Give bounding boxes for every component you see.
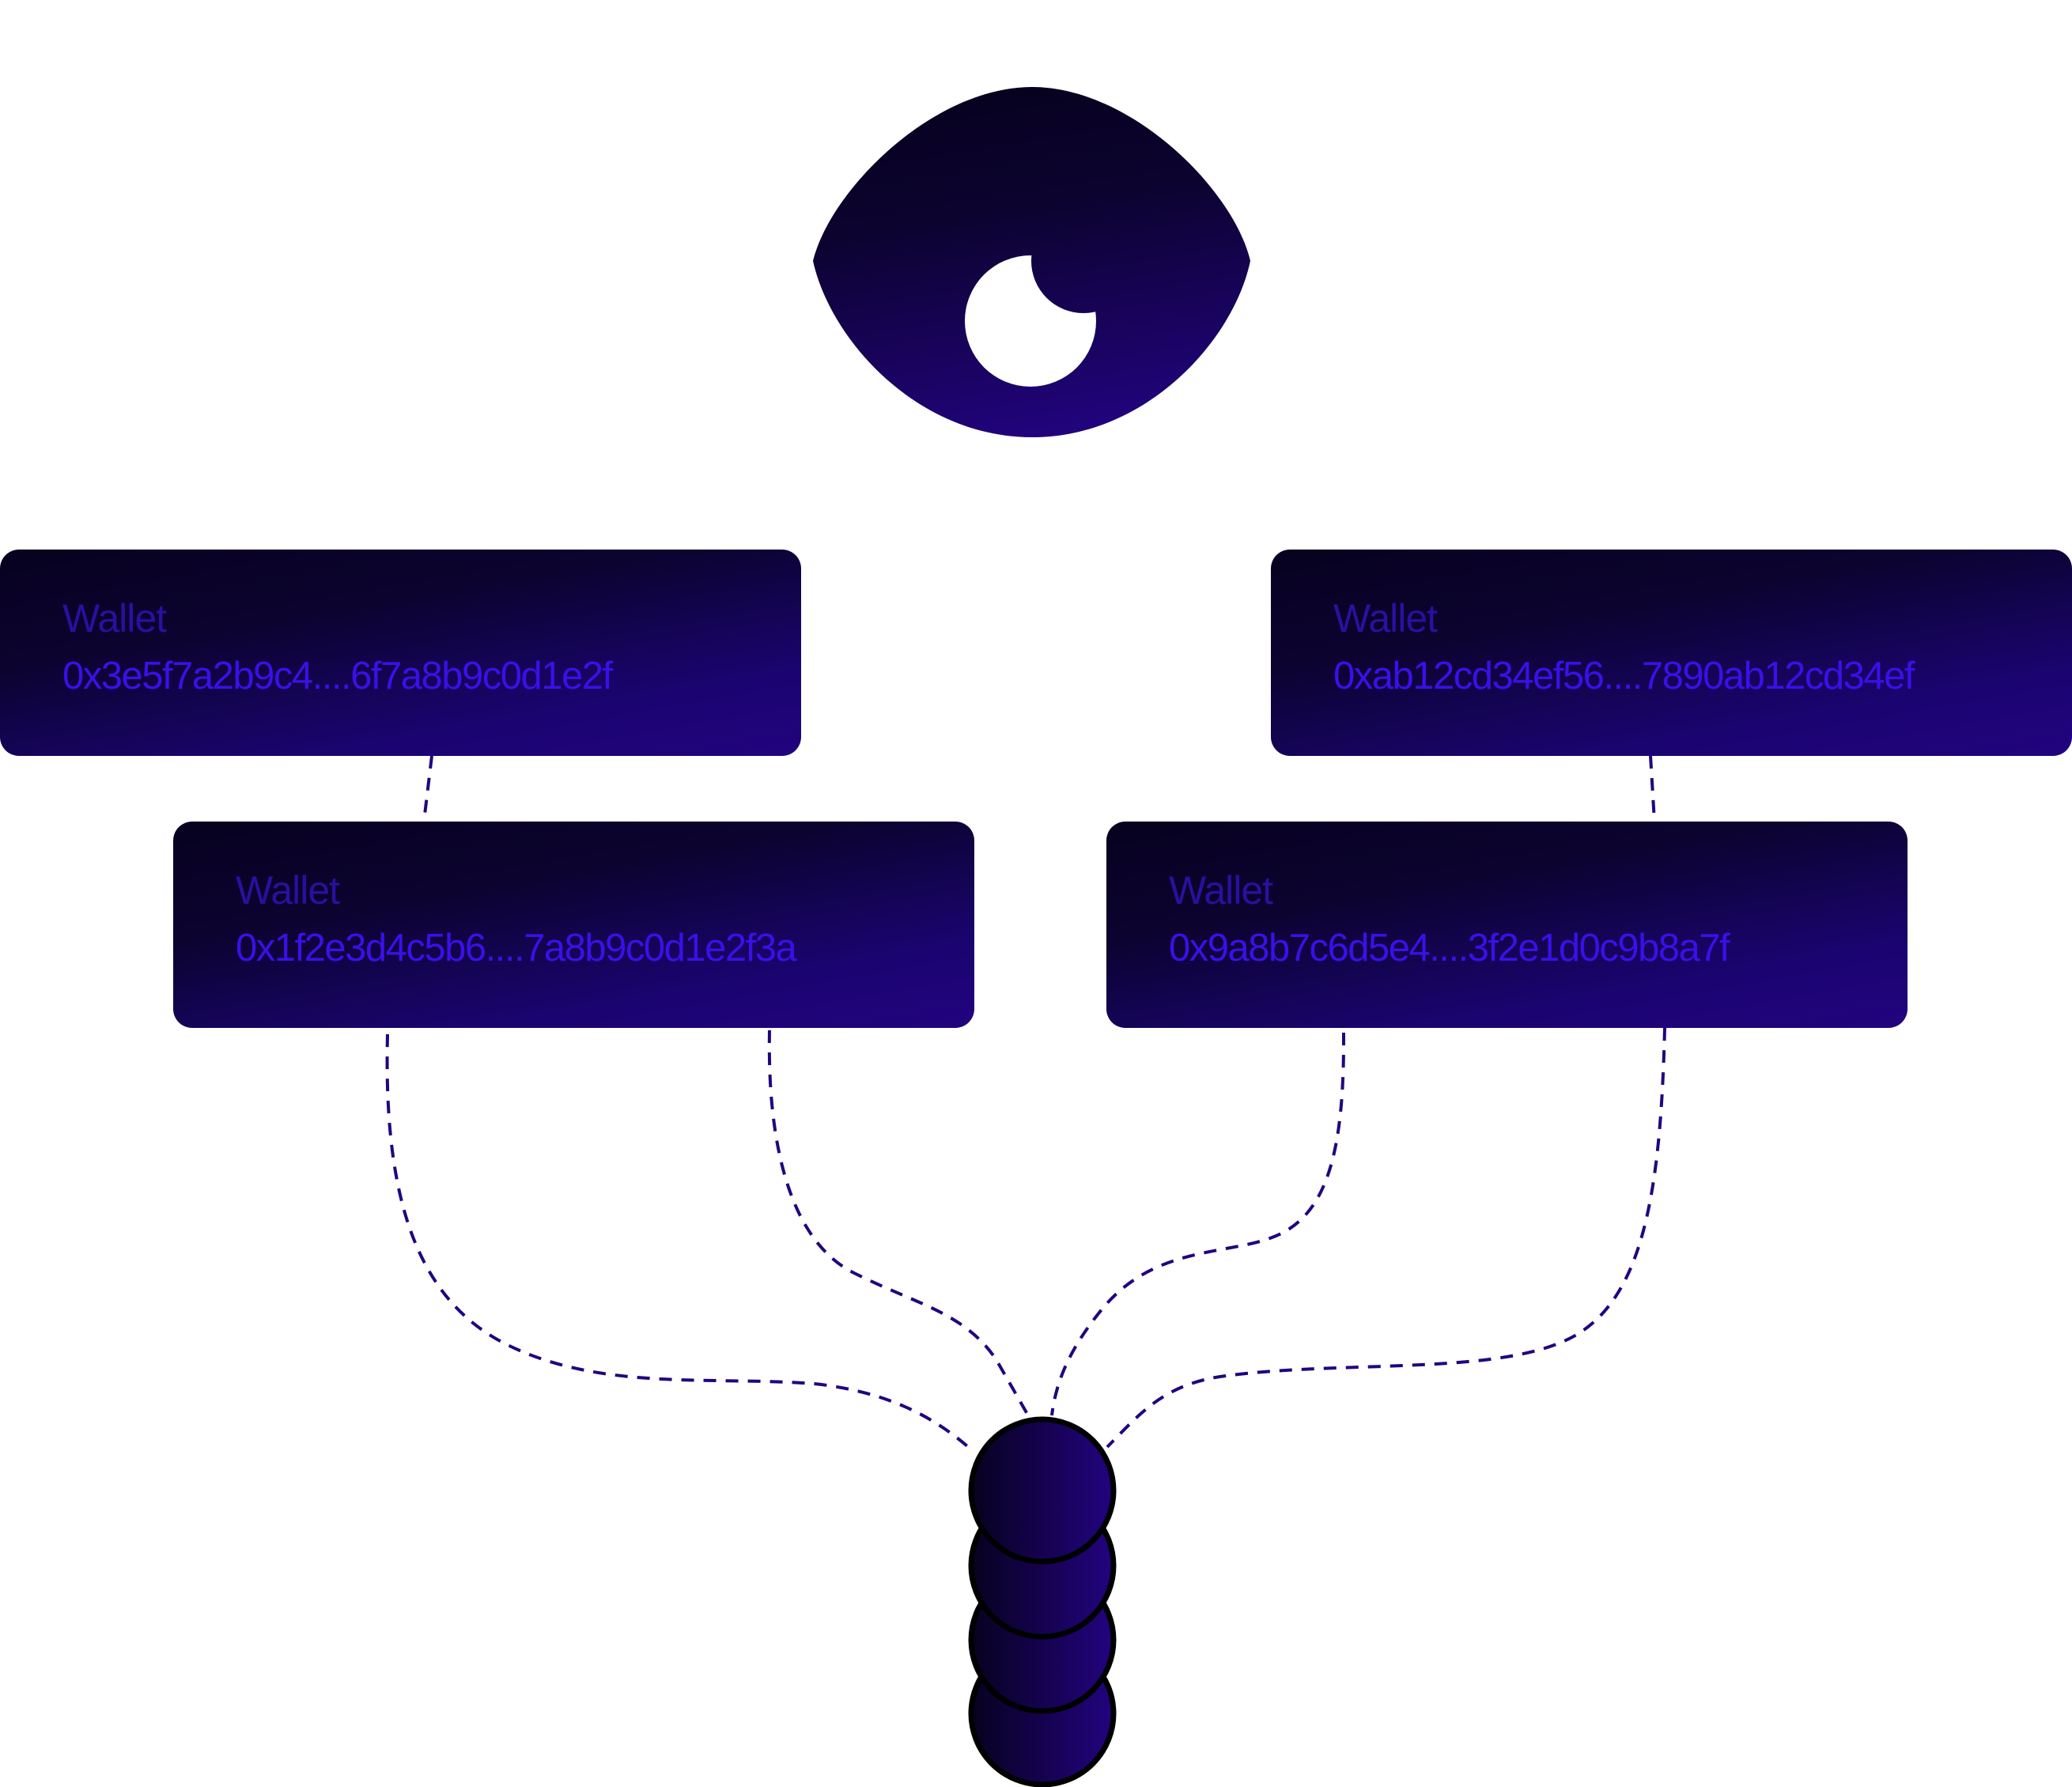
connector-line [767,1030,1030,1416]
connector-line [1106,1027,1666,1449]
wallet-label: Wallet [1169,868,1273,912]
wallet-address: 0xab12cd34ef56....7890ab12cd34ef [1333,655,1915,697]
coin-stack-icon [968,1416,1117,1787]
wallet-label: Wallet [236,868,340,912]
connector-line [1050,1032,1346,1416]
wallet-card[interactable]: Wallet 0xab12cd34ef56....7890ab12cd34ef [1271,550,2072,756]
wallet-card[interactable]: Wallet 0x1f2e3d4c5b6....7a8b9c0d1e2f3a [173,822,974,1028]
connector-line [385,1033,974,1453]
wallet-label: Wallet [1333,596,1438,640]
wallet-address: 0x1f2e3d4c5b6....7a8b9c0d1e2f3a [236,927,797,969]
coin [968,1416,1117,1565]
wallet-card[interactable]: Wallet 0x3e5f7a2b9c4....6f7a8b9c0d1e2f [0,550,801,756]
eye-icon [813,87,1250,437]
connector-line [1649,755,1656,822]
wallet-address: 0x3e5f7a2b9c4....6f7a8b9c0d1e2f [62,655,613,697]
connector-line [422,755,433,822]
wallet-label: Wallet [62,596,167,640]
wallet-address: 0x9a8b7c6d5e4....3f2e1d0c9b8a7f [1169,927,1730,969]
wallet-card[interactable]: Wallet 0x9a8b7c6d5e4....3f2e1d0c9b8a7f [1106,822,1908,1028]
